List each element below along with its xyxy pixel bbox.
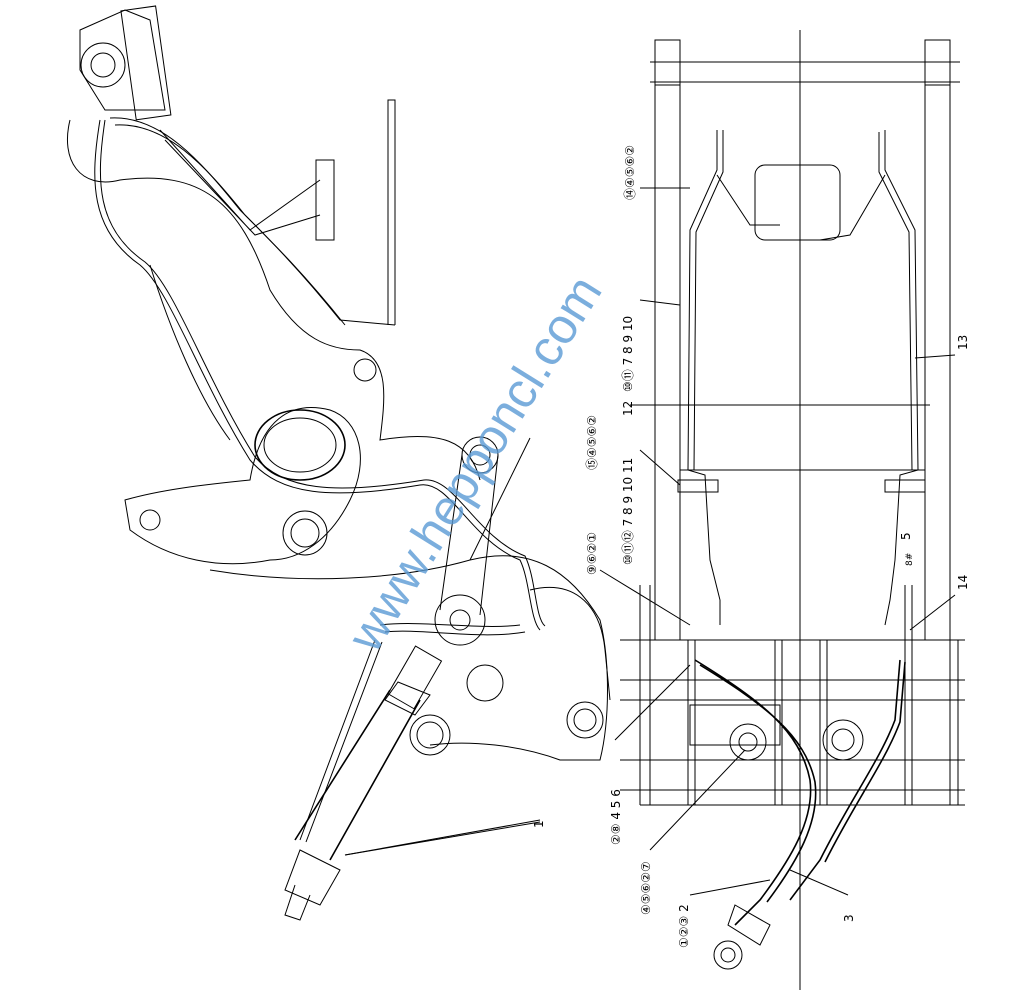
callout-2-8-4-5-6: ②⑧ 4 5 6 bbox=[609, 789, 623, 845]
callout-15-4-5-6-2: ⑮④⑤⑥② bbox=[585, 415, 599, 470]
callout-14-4-5-6-2: ⑭④⑤⑥② bbox=[623, 145, 637, 200]
callout-9-6-2-1: ⑨⑥②① bbox=[585, 532, 599, 575]
callout-10-11-7-8-9-10: ⑩⑪ 7 8 9 10 bbox=[621, 316, 635, 392]
chassis-frame bbox=[620, 30, 965, 990]
watermark: www.hepponcl.com bbox=[336, 266, 612, 662]
callout-10-11-12-7-8-9-10-11: ⑩⑪⑫ 7 8 9 10 11 bbox=[621, 458, 635, 565]
boom-assembly bbox=[66, 5, 611, 921]
callout-labels: ⑭④⑤⑥② ⑩⑪ 7 8 9 10 12 ⑮④⑤⑥② ⑩⑪⑫ 7 8 9 10 … bbox=[532, 145, 970, 948]
callout-5: 5 bbox=[899, 532, 913, 540]
callout-12: 12 bbox=[621, 401, 635, 416]
callout-4-5-6-2-7: ④⑤⑥②⑦ bbox=[639, 861, 653, 915]
callout-3: 3 bbox=[842, 914, 856, 922]
callout-13: 13 bbox=[956, 335, 970, 350]
callout-1-2-3-2: ①②③ 2 bbox=[677, 904, 691, 948]
callout-8: 8# bbox=[905, 553, 915, 566]
leader-lines bbox=[344, 187, 956, 896]
callout-14: 14 bbox=[956, 575, 970, 590]
callout-1: 1 bbox=[532, 820, 546, 828]
